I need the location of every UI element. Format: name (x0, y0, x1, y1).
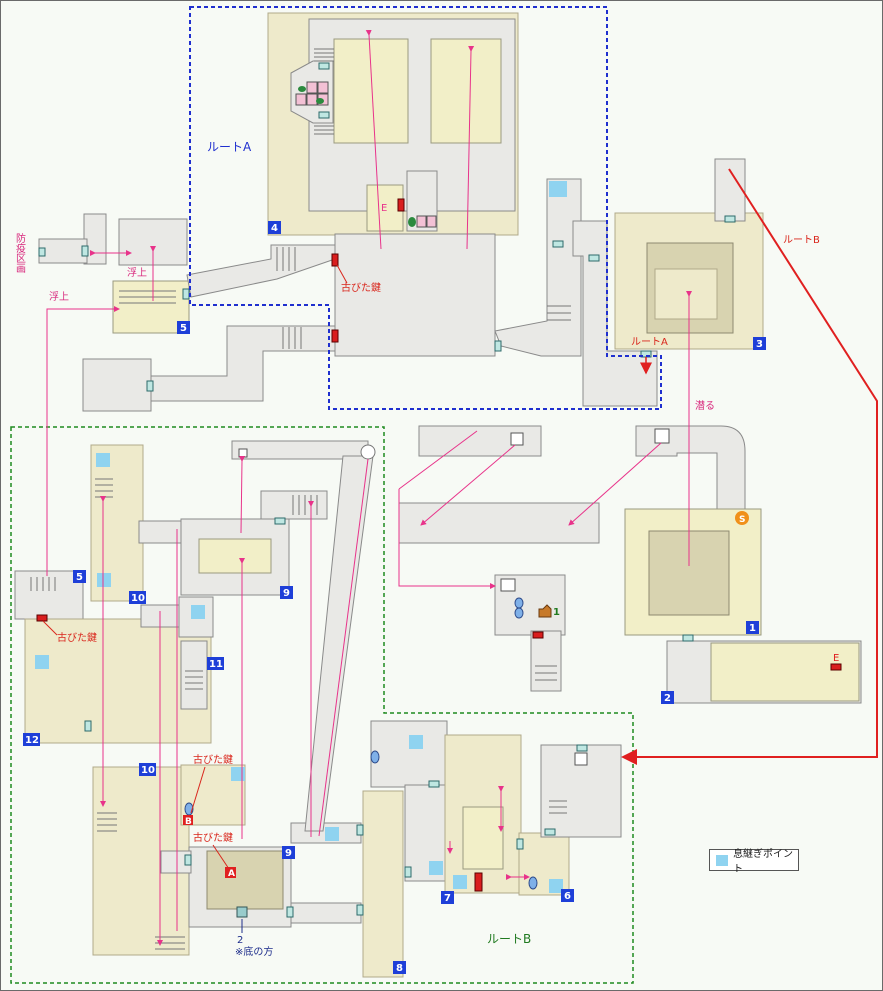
area-marker-5a: 5 (177, 321, 190, 334)
route-b-outline (10, 426, 634, 984)
doors (38, 62, 736, 918)
area-bottom-right (370, 720, 622, 896)
route-a-small-label: ルートA (631, 337, 668, 348)
a-mark: A (228, 869, 235, 879)
svg-text:11: 11 (209, 659, 223, 670)
area-marker-9a: 9 (280, 586, 293, 599)
old-key-label-3: 古びた鍵 (193, 753, 233, 766)
area-4 (267, 12, 519, 357)
area-marker-7: 7 (441, 891, 454, 904)
old-key-label-1: 古びた鍵 (341, 281, 381, 294)
e-mark-2: E (833, 653, 839, 664)
area-marker-5b: 5 (73, 570, 86, 583)
svg-text:3: 3 (756, 339, 763, 350)
area-marker-2: 2 (661, 691, 674, 704)
area-marker-3: 3 (753, 337, 766, 350)
area-marker-6: 6 (561, 889, 574, 902)
svg-text:6: 6 (564, 891, 571, 902)
area-marker-8: 8 (393, 961, 406, 974)
svg-text:2: 2 (664, 693, 671, 704)
locked-doors (36, 198, 842, 892)
area-marker-11: 11 (207, 657, 224, 670)
svg-text:9: 9 (285, 848, 292, 859)
svg-text:5: 5 (76, 572, 83, 583)
old-key-label-2: 古びた鍵 (57, 631, 97, 644)
item-one: 1 (553, 607, 560, 618)
float-up-label-1: 浮上 (127, 267, 147, 279)
area-1-2 (624, 508, 862, 704)
svg-text:5: 5 (180, 323, 187, 334)
svg-text:4: 4 (271, 223, 278, 234)
area-marker-9b: 9 (282, 846, 295, 859)
float-up-label-2: 浮上 (49, 291, 69, 303)
svg-text:10: 10 (131, 593, 145, 604)
area-5-upper (38, 213, 336, 412)
bottom-note-num: 2 (237, 935, 243, 946)
b-mark: B (185, 817, 192, 827)
route-b-label: ルートB (487, 932, 531, 946)
svg-text:12: 12 (25, 735, 39, 746)
svg-text:7: 7 (444, 893, 451, 904)
legend: 息継ぎポイント (709, 849, 799, 875)
save-points (35, 181, 567, 893)
area-marker-10b: 10 (139, 763, 156, 776)
save-point-swatch (716, 854, 729, 866)
area-middle-right (398, 425, 746, 692)
area-marker-10a: 10 (129, 591, 146, 604)
bottom-note: ※底の方 (235, 945, 273, 958)
svg-text:1: 1 (749, 623, 756, 634)
e-mark-1: E (381, 203, 387, 214)
area-bottom-left (14, 440, 404, 978)
area-marker-12: 12 (23, 733, 40, 746)
s-mark: S (739, 515, 745, 525)
quarantine-label: 防疫区画 (14, 232, 26, 274)
old-key-label-4: 古びた鍵 (193, 831, 233, 844)
connectors (46, 29, 692, 946)
svg-text:8: 8 (396, 963, 403, 974)
dive-label: 潜る (695, 399, 715, 412)
route-a-outline (189, 6, 662, 410)
area-3 (494, 158, 764, 407)
svg-text:10: 10 (141, 765, 155, 776)
legend-save-point-label: 息継ぎポイント (733, 849, 794, 875)
area-marker-1: 1 (746, 621, 759, 634)
area-marker-4: 4 (268, 221, 281, 234)
objects (184, 428, 749, 918)
svg-text:9: 9 (283, 588, 290, 599)
route-a-label: ルートA (207, 140, 252, 154)
route-b-small-label: ルートB (783, 235, 820, 246)
route-b-arrow (621, 168, 878, 765)
